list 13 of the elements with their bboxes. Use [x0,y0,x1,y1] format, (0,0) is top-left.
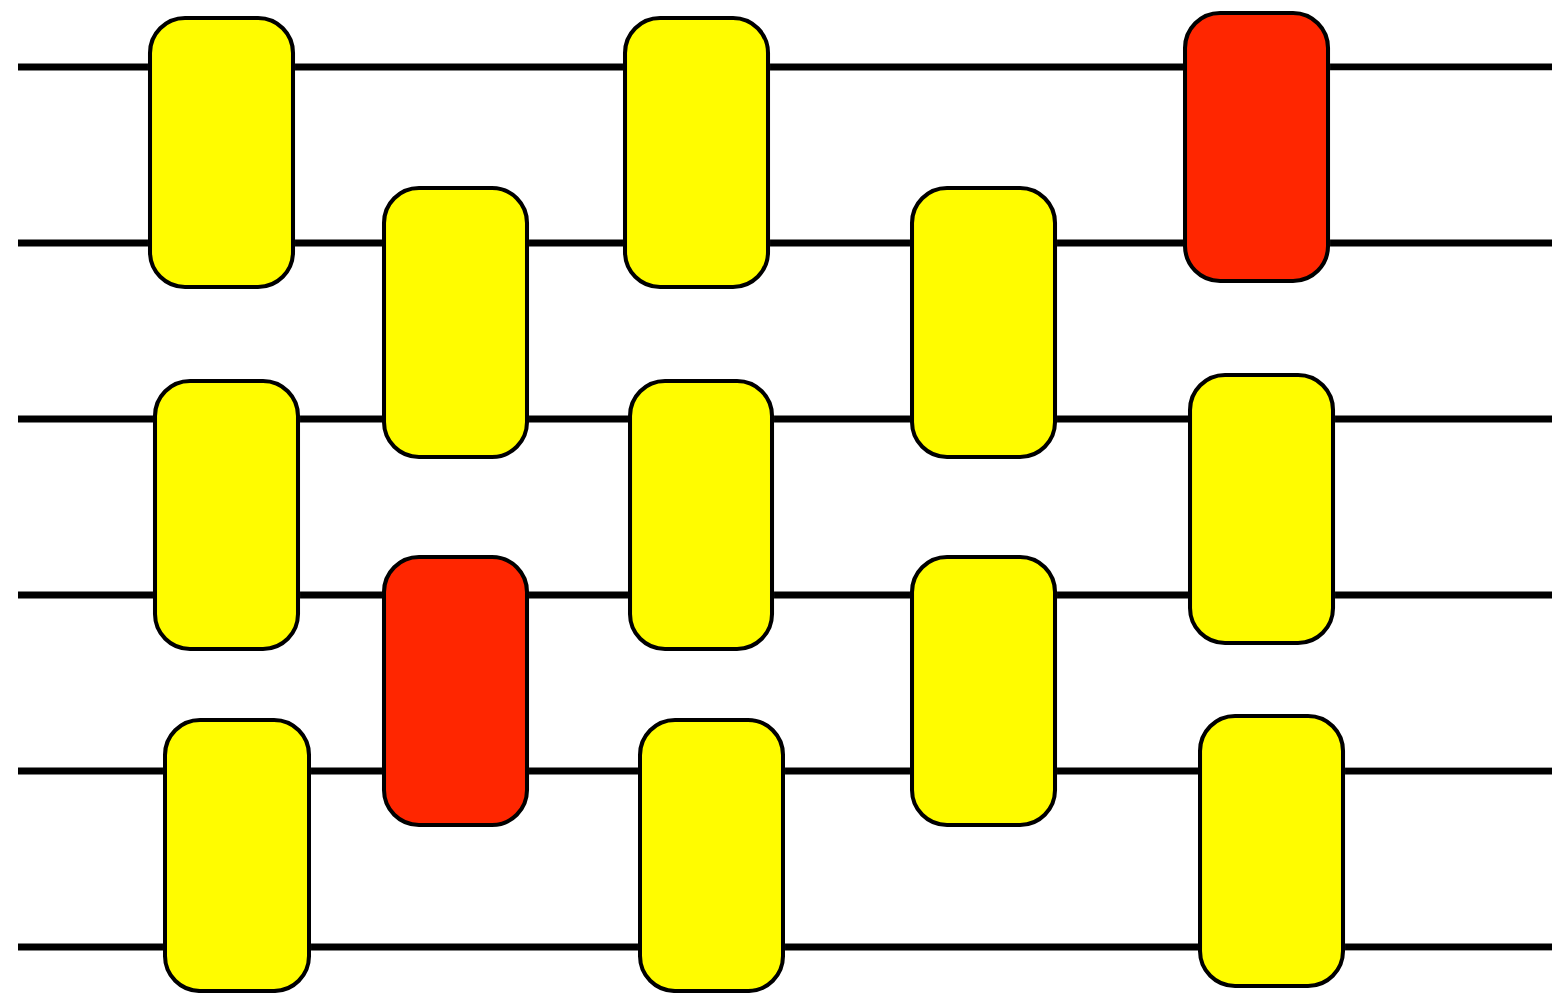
gate-box [1183,10,1331,283]
gate-box [153,378,300,651]
gate-box [910,555,1058,827]
gate-box [628,378,775,651]
gate-box [382,555,530,827]
gate-box [623,15,771,289]
gate-box [1188,372,1336,645]
gate-box [910,185,1058,459]
gate-box [163,718,312,993]
gate-box [638,718,786,993]
gate-box [382,185,530,459]
gate-box [148,15,296,289]
gate-box [1198,714,1346,988]
